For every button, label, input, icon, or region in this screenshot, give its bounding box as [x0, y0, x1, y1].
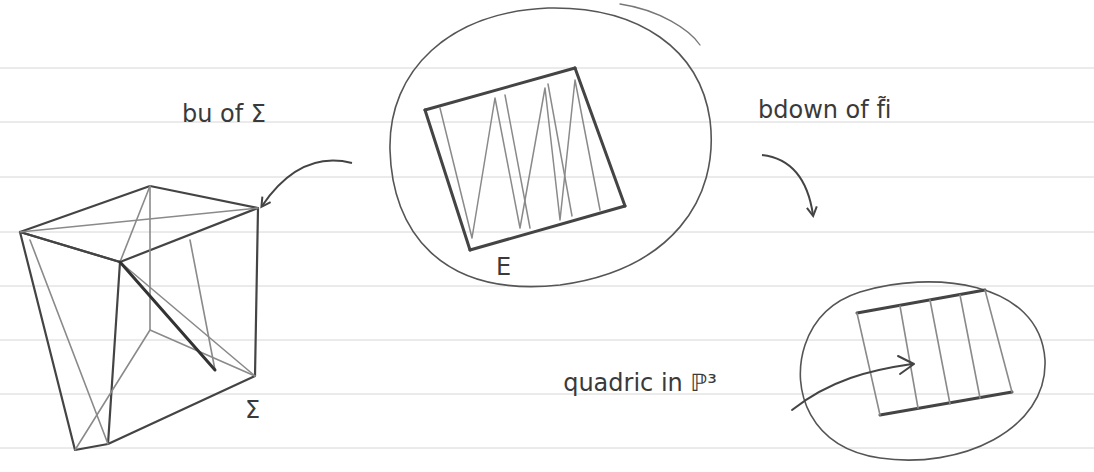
curved-arrow [262, 161, 352, 206]
quadric-circle: quadric in ℙ³ [555, 205, 1090, 467]
node-label: quadric in ℙ³ [555, 365, 725, 401]
blowup-circle: E [352, 5, 768, 295]
map-label: bdown of f̃i [758, 96, 892, 124]
node-label: Σ [245, 392, 275, 428]
curved-arrow [762, 155, 813, 215]
cube-sketch: Σ [10, 182, 272, 467]
node-label: E [496, 249, 536, 285]
map-label: bu of Σ [182, 100, 266, 128]
